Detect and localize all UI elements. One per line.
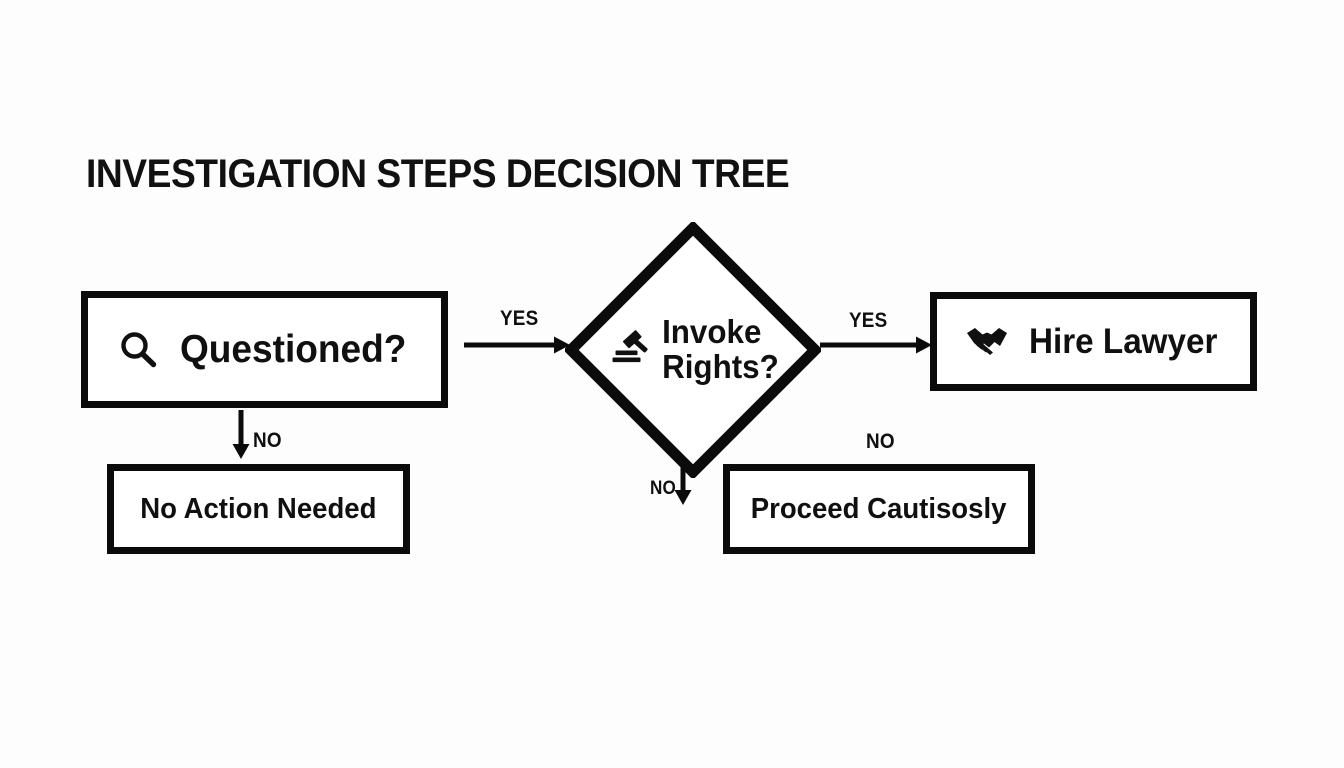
node-no-action-needed[interactable]: No Action Needed (107, 464, 410, 554)
search-icon (116, 328, 160, 372)
node-proceed-cautiously-label: Proceed Cautisosly (751, 492, 1007, 525)
edge-label-questioned-yes: YES (500, 307, 539, 330)
edge-label-invoke-rights-yes: YES (849, 309, 888, 332)
gavel-icon (611, 329, 653, 371)
diamond-shape (565, 222, 821, 478)
node-questioned-label: Questioned? (180, 327, 407, 371)
handshake-icon (964, 324, 1010, 360)
node-no-action-needed-label: No Action Needed (140, 492, 377, 525)
node-hire-lawyer-label: Hire Lawyer (1029, 321, 1218, 361)
node-proceed-cautiously[interactable]: Proceed Cautisosly (723, 464, 1035, 554)
node-invoke-rights-line2: Rights? (661, 348, 779, 385)
node-invoke-rights-label: Invoke Rights? (661, 313, 779, 385)
page-title: INVESTIGATION STEPS DECISION TREE (86, 152, 790, 196)
connector-questioned-to-invoke-rights (464, 336, 570, 354)
node-invoke-rights[interactable]: Invoke Rights? (565, 222, 821, 478)
connector-questioned-to-no-action (232, 410, 250, 459)
connector-invoke-rights-to-hire-lawyer (820, 336, 932, 354)
node-questioned[interactable]: Questioned? (81, 291, 448, 408)
node-hire-lawyer[interactable]: Hire Lawyer (930, 292, 1257, 391)
node-invoke-rights-line1: Invoke (661, 313, 761, 351)
edge-label-proceed-no: NO (866, 430, 895, 453)
edge-label-invoke-rights-no: NO (650, 478, 677, 499)
edge-label-questioned-no: NO (253, 429, 282, 452)
